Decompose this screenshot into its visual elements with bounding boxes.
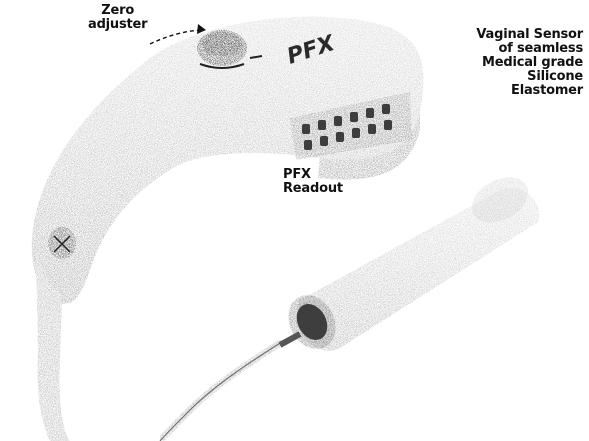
label-pfx-readout-line-1: PFX bbox=[283, 168, 343, 182]
label-vaginal-sensor-line-2: of seamless bbox=[476, 42, 583, 56]
label-vaginal-sensor-line-5: Elastomer bbox=[476, 84, 583, 98]
handle-connector bbox=[48, 227, 76, 259]
label-vaginal-sensor-line-3: Medical grade bbox=[476, 56, 583, 70]
label-vaginal-sensor: Vaginal Sensor of seamless Medical grade… bbox=[476, 28, 583, 98]
label-zero-adjuster: Zero adjuster bbox=[88, 4, 147, 32]
label-pfx-readout-line-2: Readout bbox=[283, 182, 343, 196]
label-pfx-readout: PFX Readout bbox=[283, 168, 343, 196]
label-zero-adjuster-line-1: Zero bbox=[88, 4, 147, 18]
label-zero-adjuster-line-2: adjuster bbox=[88, 18, 147, 32]
label-vaginal-sensor-line-1: Vaginal Sensor bbox=[476, 28, 583, 42]
sensor-cable bbox=[160, 340, 285, 441]
vaginal-sensor bbox=[279, 168, 539, 357]
label-vaginal-sensor-line-4: Silicone bbox=[476, 70, 583, 84]
